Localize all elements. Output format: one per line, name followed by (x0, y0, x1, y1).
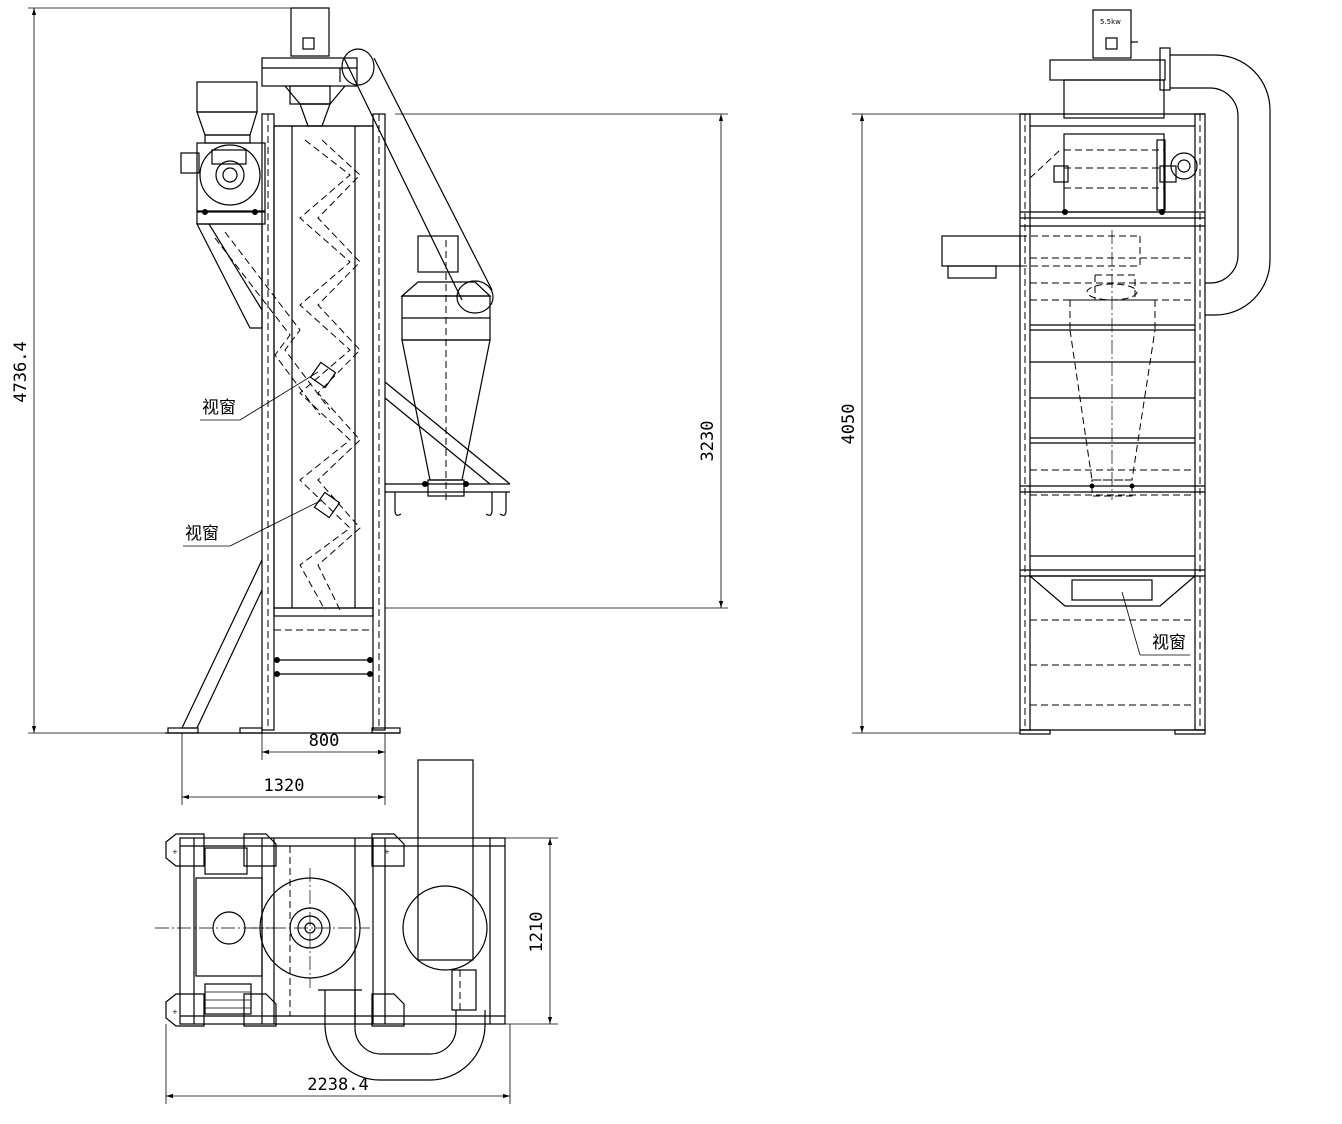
sight-window-1: 视窗 (200, 361, 337, 421)
dim-1320: 1320 (264, 776, 305, 796)
dimension-total-height: 4736.4 (11, 7, 320, 734)
plan-fan-wheel (250, 868, 370, 988)
side-feeder (1029, 133, 1198, 215)
dimension-side-height: 4050 (839, 113, 1020, 734)
cyclone-separator-side (1069, 230, 1156, 500)
svg-text:+: + (172, 1008, 178, 1016)
svg-text:+: + (384, 848, 390, 856)
sight-window-label-1: 视窗 (202, 398, 236, 418)
plan-cyclone (402, 759, 488, 1011)
dimension-section-height: 3230 (385, 113, 728, 609)
cyclone-support (384, 381, 511, 516)
svg-text:+: + (172, 848, 178, 856)
sight-window-2: 视窗 (183, 491, 341, 547)
bottom-hopper: 视窗 (1028, 575, 1197, 656)
motor-plate-text: 5.5kw (1100, 18, 1121, 26)
side-frame (1019, 113, 1206, 735)
dim-800: 800 (309, 731, 340, 751)
plan-u-pipe (318, 989, 486, 1081)
sight-window-label-3: 视窗 (1152, 633, 1186, 653)
plan-view: 1210 2238.4 + + + (155, 759, 558, 1104)
sight-window-label-2: 视窗 (185, 524, 219, 544)
dim-4736: 4736.4 (11, 341, 31, 402)
side-elevation-view: 4050 5.5kw (839, 9, 1271, 735)
main-frame (261, 113, 386, 731)
dim-2238: 2238.4 (307, 1075, 368, 1095)
dim-4050: 4050 (839, 404, 859, 445)
cyclone-separator-front (400, 235, 492, 500)
dimension-base: 800 1320 (181, 731, 386, 805)
feeder-assembly (180, 81, 331, 416)
dim-3230: 3230 (698, 421, 718, 462)
dim-1210: 1210 (527, 912, 547, 953)
plan-feeder (195, 847, 263, 1015)
diagonal-support-left (181, 559, 263, 729)
side-outlet (941, 235, 1141, 279)
zigzag-baffle (299, 139, 361, 611)
front-elevation-view: 4736.4 3230 800 1320 (11, 7, 728, 805)
dimension-plan-width: 1210 (505, 837, 558, 1025)
fan-assembly-front (261, 7, 358, 127)
transfer-pipe (339, 48, 494, 314)
dimension-plan-length: 2238.4 (165, 1024, 511, 1104)
corner-plates: + + + (165, 833, 405, 1027)
fan-assembly-side: 5.5kw (1049, 9, 1271, 316)
